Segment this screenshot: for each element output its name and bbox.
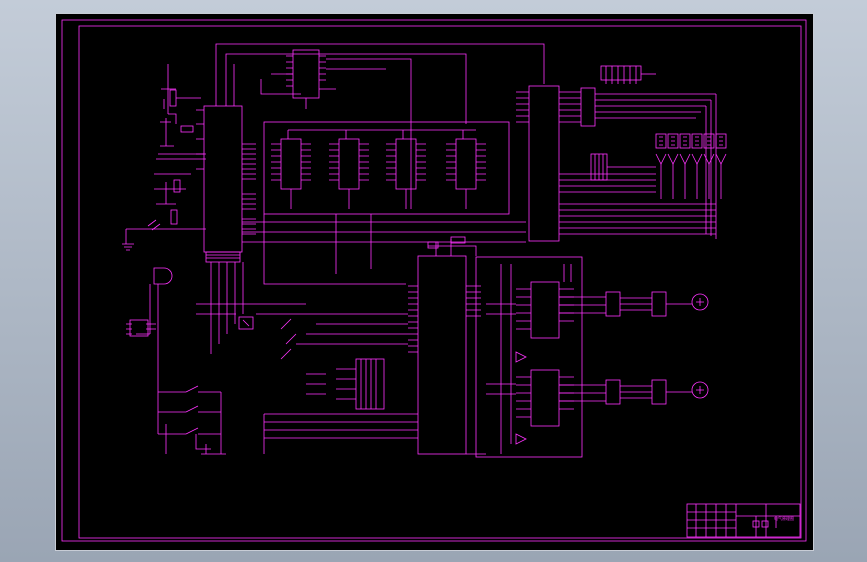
ic-chip xyxy=(203,105,243,253)
motor-drivers xyxy=(475,256,709,458)
logic-gate xyxy=(153,267,173,285)
ic-chip xyxy=(530,281,560,339)
stepper-driver xyxy=(651,291,667,317)
seven-segment-display xyxy=(655,133,727,149)
driver-chip-row xyxy=(242,121,526,285)
drawing-title: 电气原理图 xyxy=(774,515,794,521)
mcu-left xyxy=(196,43,545,354)
resistor-array xyxy=(600,65,642,81)
resistor-array xyxy=(355,358,385,410)
title-block-frame xyxy=(686,503,801,538)
ic-chip xyxy=(292,49,320,99)
connector xyxy=(129,319,149,337)
stepper-driver xyxy=(651,379,667,405)
ic-chip xyxy=(338,138,360,190)
stepper-driver xyxy=(605,291,621,317)
stepper-driver xyxy=(605,379,621,405)
schematic-canvas: 电气原理图 xyxy=(61,19,807,542)
motor-symbol xyxy=(691,293,709,311)
inner-frame xyxy=(78,25,802,539)
center-chip xyxy=(238,236,486,455)
ic-chip xyxy=(528,85,560,242)
ic-chip xyxy=(580,87,596,127)
outer-frame xyxy=(61,19,807,542)
top-chip xyxy=(260,49,412,209)
driver-bus-frame xyxy=(263,121,510,215)
switch-symbol xyxy=(158,385,221,393)
drawing-sheet: 电气原理图 xyxy=(55,13,814,551)
ic-chip xyxy=(417,255,467,455)
ic-chip xyxy=(395,138,417,190)
ic-chip xyxy=(280,138,302,190)
ic-chip xyxy=(455,138,477,190)
resistor xyxy=(169,89,177,107)
left-input-section xyxy=(122,64,226,455)
ic-chip xyxy=(530,369,560,427)
title-block: 电气原理图 xyxy=(686,503,801,538)
display-controller xyxy=(516,65,727,242)
diode-symbol xyxy=(515,351,527,445)
driver-frame xyxy=(475,256,583,458)
ground-symbol xyxy=(122,228,206,251)
motor-symbol xyxy=(691,381,709,399)
